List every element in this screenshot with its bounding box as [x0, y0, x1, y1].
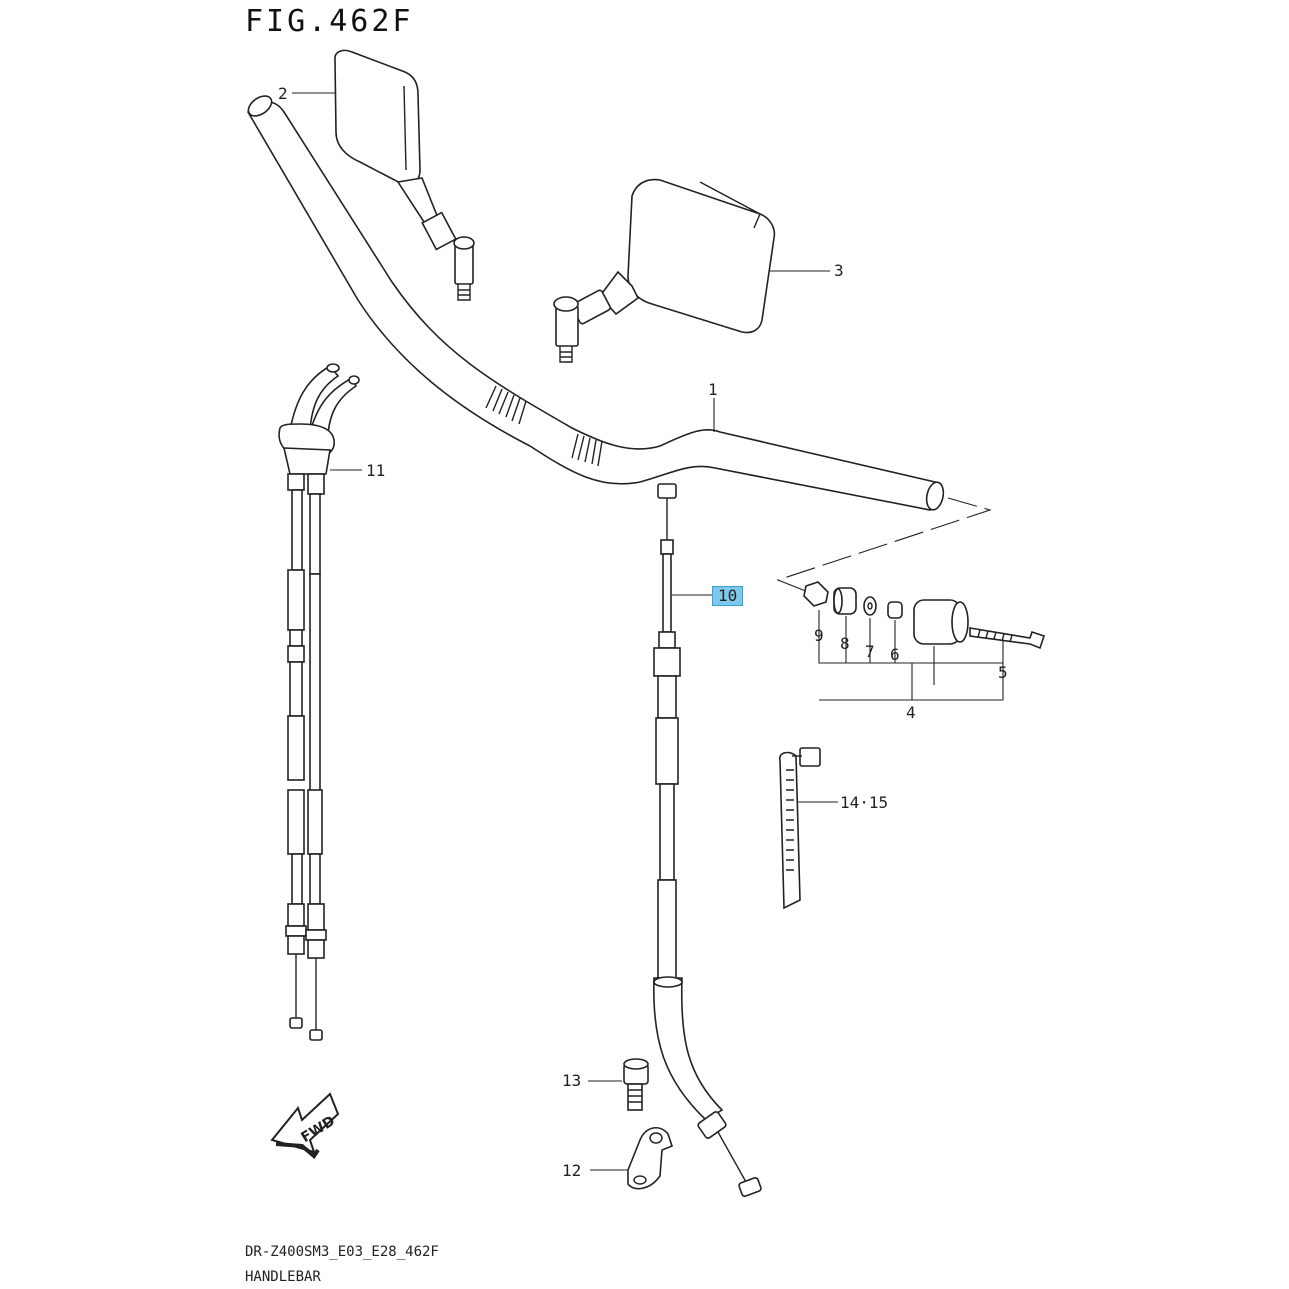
callout-6[interactable]: 6: [890, 645, 900, 664]
left-mirror-part[interactable]: [292, 49, 475, 301]
callout-13[interactable]: 13: [562, 1071, 582, 1090]
cable-guide-clamp-part[interactable]: [590, 1127, 673, 1190]
callout-10-highlighted[interactable]: 10: [712, 586, 744, 606]
section-name: HANDLEBAR: [245, 1269, 321, 1285]
cable-tie-part[interactable]: [779, 747, 838, 910]
handlebar-part[interactable]: [245, 92, 946, 511]
handlebar-balancer-assembly[interactable]: [776, 497, 1046, 701]
callout-2[interactable]: 2: [278, 84, 288, 103]
callout-5[interactable]: 5: [998, 663, 1008, 682]
callout-12[interactable]: 12: [562, 1161, 582, 1180]
callout-14-15[interactable]: 14·15: [840, 793, 889, 812]
callout-1[interactable]: 1: [708, 380, 718, 399]
forward-direction-arrow-icon: FWD: [270, 1092, 340, 1159]
model-code: DR-Z400SM3_E03_E28_462F: [245, 1244, 439, 1260]
callout-8[interactable]: 8: [840, 634, 850, 653]
callout-9[interactable]: 9: [814, 626, 824, 645]
callout-3[interactable]: 3: [834, 261, 844, 280]
callout-4[interactable]: 4: [906, 703, 916, 722]
bolt-part[interactable]: [588, 1058, 649, 1111]
clutch-cable-part[interactable]: [652, 483, 762, 1197]
throttle-cable-part[interactable]: [278, 363, 362, 1041]
figure-title: FIG.462F: [245, 4, 414, 39]
right-mirror-part[interactable]: [553, 178, 830, 363]
callout-7[interactable]: 7: [865, 642, 875, 661]
callout-11[interactable]: 11: [366, 461, 386, 480]
